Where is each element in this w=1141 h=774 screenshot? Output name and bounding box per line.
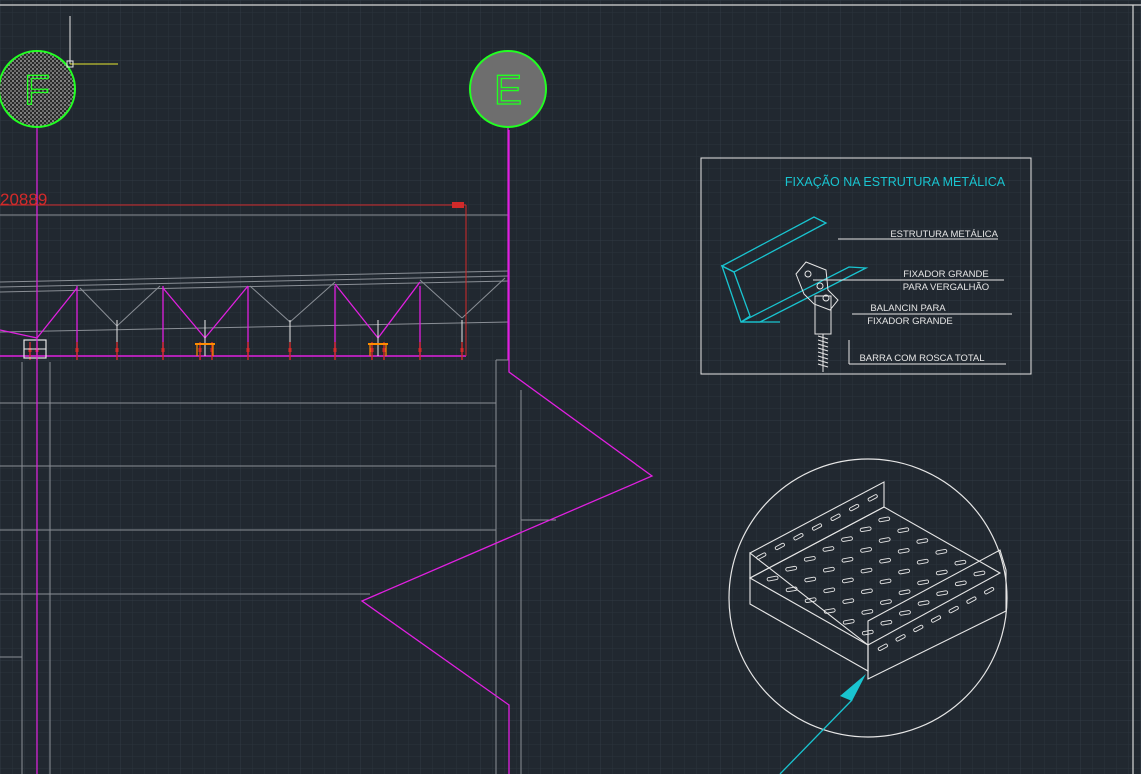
label-fixador-grande-2: FIXADOR GRANDE [867, 316, 953, 327]
grid-bubble-label: E [494, 66, 522, 113]
label-fixador-grande: FIXADOR GRANDE [903, 269, 989, 280]
callout-arrow-icon [840, 674, 866, 701]
metal-angle-icon [720, 216, 869, 324]
building-outline [0, 214, 556, 774]
dimension-20889: 20889 [0, 190, 467, 356]
grid-bubble-f[interactable]: F [0, 50, 76, 128]
steel-truss [0, 270, 510, 360]
detail-leaders [813, 238, 1012, 365]
cable-tray-detail[interactable] [728, 458, 1008, 774]
break-line [360, 130, 654, 774]
label-estrutura-metalica: ESTRUTURA METÁLICA [890, 229, 998, 240]
callout-leader [779, 699, 853, 774]
clamp-assembly-icon [795, 261, 839, 372]
label-barra-com-rosca: BARRA COM ROSCA TOTAL [859, 353, 984, 364]
grid-bubble-label: F [24, 66, 50, 113]
drawing-frame [0, 4, 1141, 774]
grid-bubble-e[interactable]: E [469, 50, 547, 128]
crosshair-cursor [66, 16, 118, 68]
perforated-cable-tray-icon [748, 481, 1007, 680]
detail-title: FIXAÇÃO NA ESTRUTURA METÁLICA [785, 174, 1006, 189]
grid-axis-lines [36, 125, 509, 774]
label-balancin-para: BALANCIN PARA [870, 303, 946, 314]
label-para-vergalhao: PARA VERGALHÃO [903, 282, 989, 293]
dimension-value: 20889 [0, 190, 47, 209]
fixation-detail-box[interactable]: FIXAÇÃO NA ESTRUTURA METÁLICA [700, 157, 1032, 375]
